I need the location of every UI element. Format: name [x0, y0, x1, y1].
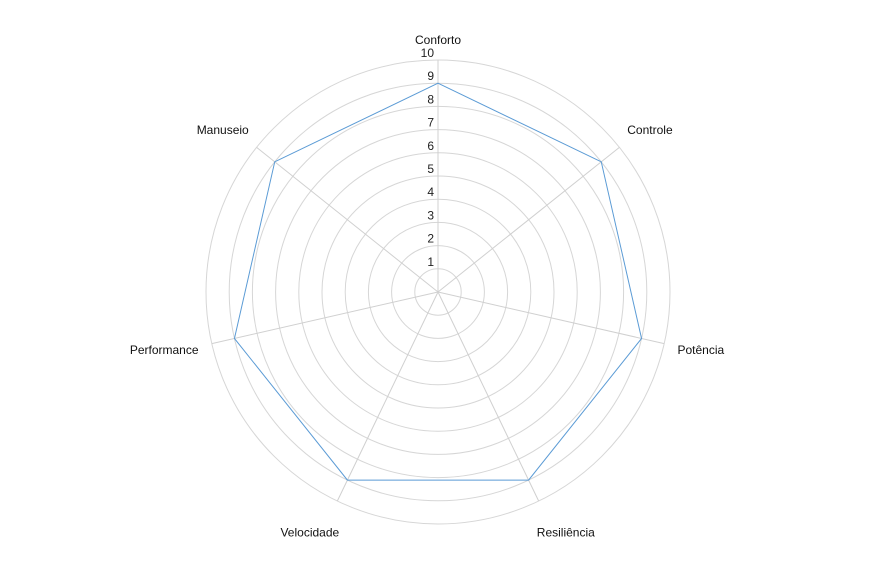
tick-label: 2: [427, 232, 434, 246]
axis-spoke: [211, 291, 439, 345]
axis-spokes: [211, 60, 665, 502]
axis-label: Controle: [627, 123, 673, 137]
tick-labels: 1 2 3 4 5 6 7 8 9 10: [421, 46, 435, 269]
axis-label: Potência: [677, 343, 724, 357]
axis-label: Conforto: [415, 33, 461, 47]
tick-label: 1: [427, 255, 434, 269]
tick-label: 9: [427, 69, 434, 83]
axis-label: Velocidade: [280, 525, 339, 539]
axis-label: Resiliência: [537, 525, 595, 539]
series-group: [233, 82, 643, 481]
tick-label: 4: [427, 185, 434, 199]
tick-label: 10: [421, 46, 435, 60]
tick-label: 6: [427, 139, 434, 153]
tick-label: 5: [427, 162, 434, 176]
tick-label: 8: [427, 92, 434, 106]
axis-spoke: [437, 146, 620, 293]
axis-label: Performance: [130, 343, 199, 357]
axis-label: Manuseio: [197, 123, 249, 137]
tick-label: 7: [427, 116, 434, 130]
axis-spoke: [256, 146, 439, 293]
tick-label: 3: [427, 208, 434, 222]
axis-spoke: [437, 291, 665, 345]
axis-spoke: [437, 291, 540, 502]
series-line: [233, 82, 643, 481]
axis-spoke: [336, 291, 439, 502]
